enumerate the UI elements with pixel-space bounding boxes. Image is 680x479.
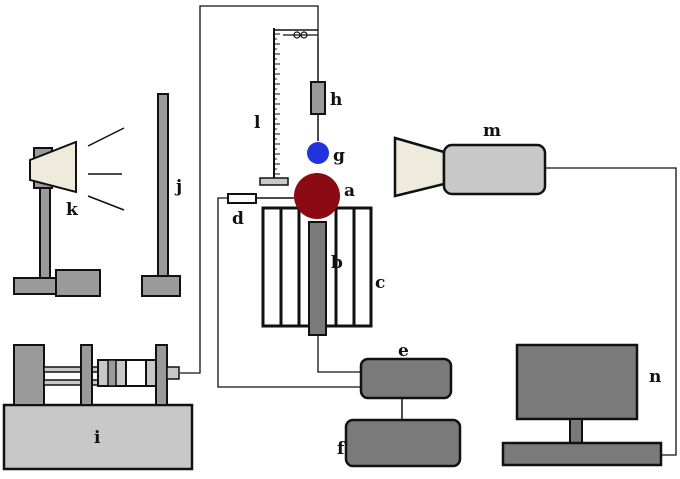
label-e: e	[398, 341, 409, 361]
label-m: m	[483, 121, 501, 141]
syringe-plunger-head	[125, 359, 147, 387]
needle-holder	[310, 81, 326, 115]
computer-monitor	[515, 343, 639, 421]
label-k: k	[66, 200, 79, 220]
light-ray-bottom	[87, 195, 125, 211]
pump-motor-block	[13, 344, 45, 406]
label-c: c	[375, 273, 385, 293]
ruler-ticks	[274, 33, 280, 175]
pump-post-left	[80, 344, 93, 406]
pump-post-right	[155, 344, 168, 406]
large-droplet	[294, 173, 340, 219]
wire-rod-to-controller	[317, 335, 362, 373]
light-stand-weight	[55, 269, 101, 297]
camera-lens	[393, 136, 446, 198]
sensor-body	[227, 193, 257, 204]
small-droplet	[307, 142, 329, 164]
light-stand-base	[13, 277, 57, 295]
large-droplet-group: a	[294, 173, 355, 219]
label-f: f	[337, 439, 346, 459]
wire-camera-to-computer	[545, 167, 677, 456]
label-g: g	[333, 146, 345, 166]
camera: m	[393, 121, 547, 198]
syringe-plunger-pusher	[107, 359, 117, 387]
wire-sensor-to-controller	[217, 197, 362, 388]
screen-base	[141, 275, 181, 297]
label-h: h	[330, 90, 342, 110]
syringe-tip	[166, 366, 180, 380]
ruler-foot	[259, 177, 289, 186]
diffuser-screen: j	[141, 93, 182, 297]
label-l: l	[254, 113, 261, 133]
label-b: b	[331, 253, 343, 273]
camera-body	[442, 143, 547, 196]
temperature-controller	[359, 357, 453, 400]
screen-pole	[157, 93, 169, 279]
label-j: j	[174, 177, 182, 197]
cold-rod	[308, 221, 327, 336]
sensor: d	[227, 193, 294, 229]
monitor-stand	[569, 418, 583, 444]
light-source: k	[13, 127, 125, 297]
wire-pump-to-clamp	[180, 5, 319, 374]
cooling-chamber: b c	[261, 206, 385, 336]
wiring	[180, 5, 677, 456]
light-stand-pole	[39, 187, 51, 279]
controller-units: e f	[337, 341, 462, 468]
needle-assembly: h g	[307, 38, 345, 166]
label-a: a	[344, 181, 355, 201]
ruler: l	[254, 28, 318, 186]
light-lens	[29, 140, 77, 194]
label-d: d	[232, 209, 244, 229]
label-n: n	[649, 367, 661, 387]
pump-base	[2, 403, 194, 471]
power-unit	[344, 418, 462, 468]
light-ray-top	[87, 127, 125, 147]
computer: n	[501, 343, 663, 467]
label-i: i	[94, 428, 101, 448]
computer-base	[501, 441, 663, 467]
syringe-pump: i	[2, 344, 194, 471]
